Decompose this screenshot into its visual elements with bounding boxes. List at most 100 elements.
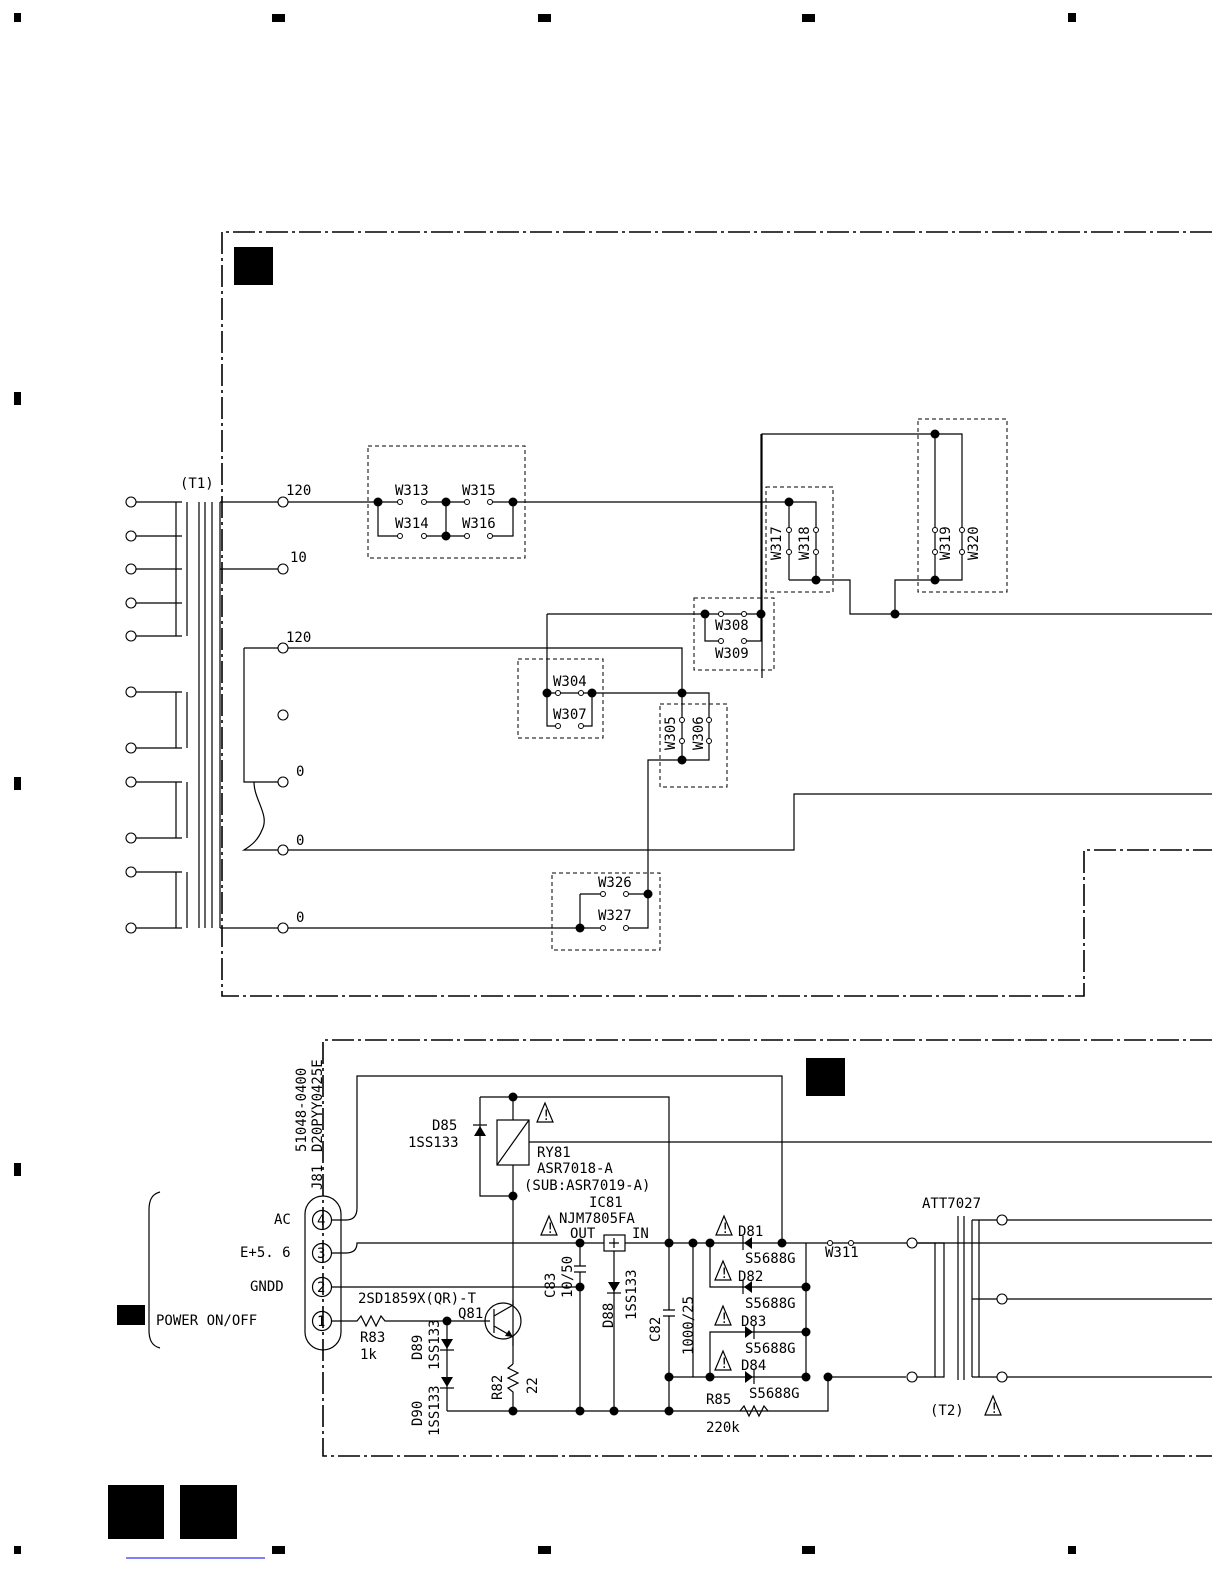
svg-text:0: 0 xyxy=(296,833,304,849)
resistor-r82: R82 22 xyxy=(490,1363,541,1411)
transformer-t1: (T1) xyxy=(125,476,221,934)
svg-text:S5688G: S5688G xyxy=(745,1341,796,1357)
jumper-group-w304-w307: W304 W307 xyxy=(517,614,604,739)
capacitor-c83: C83 10/50 xyxy=(543,1243,586,1411)
bottom-board: 51048-0400 D20PYY0425E J81 4 3 2 1 AC E+… xyxy=(117,1039,1212,1457)
board-marker-top xyxy=(234,247,273,285)
svg-text:AC: AC xyxy=(274,1212,291,1228)
jumper-group-w326-w327: W326 W327 xyxy=(551,872,661,951)
svg-text:R83: R83 xyxy=(360,1330,385,1346)
svg-text:W319: W319 xyxy=(938,526,954,560)
svg-text:!: ! xyxy=(990,1401,998,1417)
svg-text:D82: D82 xyxy=(738,1269,763,1285)
svg-text:C82: C82 xyxy=(648,1317,664,1342)
svg-text:1k: 1k xyxy=(360,1347,377,1363)
svg-text:W317: W317 xyxy=(769,526,785,560)
svg-text:W304: W304 xyxy=(553,674,587,690)
transformer-t2: ATT7027 (T2) ! xyxy=(805,1196,1212,1419)
svg-text:S5688G: S5688G xyxy=(745,1296,796,1312)
resistor-r83: R83 1k xyxy=(332,1314,490,1363)
connector-j81: 51048-0400 D20PYY0425E J81 4 3 2 1 AC E+… xyxy=(117,1059,342,1351)
diode-d88: D88 1SS133 xyxy=(601,1269,640,1328)
jumper-group-w308-w309: W308 W309 xyxy=(547,597,775,671)
svg-text:1000/25: 1000/25 xyxy=(681,1296,697,1355)
svg-text:1SS133: 1SS133 xyxy=(427,1319,443,1370)
svg-text:GNDD: GNDD xyxy=(250,1279,284,1295)
svg-text:IN: IN xyxy=(632,1226,649,1242)
svg-text:!: ! xyxy=(720,1311,728,1327)
svg-text:W318: W318 xyxy=(797,526,813,560)
svg-text:ASR7018-A: ASR7018-A xyxy=(537,1161,613,1177)
svg-text:51048-0400: 51048-0400 xyxy=(294,1068,310,1152)
svg-text:R85: R85 xyxy=(706,1392,731,1408)
regulator-ic81: IC81 NJM7805FA OUT IN ! xyxy=(540,1195,649,1252)
warning-icon: ! xyxy=(714,1349,732,1372)
svg-text:1SS133: 1SS133 xyxy=(408,1135,459,1151)
svg-text:W327: W327 xyxy=(598,908,632,924)
svg-text:D84: D84 xyxy=(741,1358,766,1374)
svg-text:4: 4 xyxy=(317,1213,325,1229)
svg-text:220k: 220k xyxy=(706,1420,740,1436)
svg-text:W305: W305 xyxy=(663,716,679,750)
t1-secondary-taps: 120 10 120 0 0 0 xyxy=(220,483,311,934)
svg-text:W311: W311 xyxy=(825,1245,859,1261)
capacitor-c82: C82 1000/25 xyxy=(648,1243,697,1411)
svg-text:Q81: Q81 xyxy=(458,1306,483,1322)
svg-text:(SUB:ASR7019-A): (SUB:ASR7019-A) xyxy=(524,1178,650,1194)
svg-text:POWER ON/OFF: POWER ON/OFF xyxy=(156,1313,257,1329)
svg-text:W316: W316 xyxy=(462,516,496,532)
svg-text:W308: W308 xyxy=(715,618,749,634)
svg-text:S5688G: S5688G xyxy=(745,1251,796,1267)
svg-text:(T2): (T2) xyxy=(930,1403,964,1419)
resistor-r85: R85 220k xyxy=(706,1392,769,1436)
svg-text:1SS133: 1SS133 xyxy=(624,1269,640,1320)
registration-marks xyxy=(14,13,1076,1559)
svg-text:D83: D83 xyxy=(741,1314,766,1330)
svg-text:D85: D85 xyxy=(432,1118,457,1134)
svg-text:1: 1 xyxy=(317,1314,325,1330)
svg-text:10/50: 10/50 xyxy=(560,1256,576,1298)
bridge-rectifier: D81 S5688G D82 S5688G D83 S5688G D84 S56… xyxy=(669,1214,833,1402)
page-number-block-left xyxy=(108,1485,164,1539)
svg-text:W315: W315 xyxy=(462,483,496,499)
warning-icon: ! xyxy=(536,1101,554,1124)
svg-text:1SS133: 1SS133 xyxy=(427,1385,443,1436)
svg-text:W306: W306 xyxy=(691,716,707,750)
svg-text:OUT: OUT xyxy=(570,1226,596,1242)
svg-text:!: ! xyxy=(720,1266,728,1282)
svg-text:D88: D88 xyxy=(601,1303,617,1328)
top-board: (T1) xyxy=(125,231,1212,997)
warning-icon: ! xyxy=(714,1259,732,1282)
svg-text:!: ! xyxy=(721,1221,729,1237)
svg-text:ATT7027: ATT7027 xyxy=(922,1196,981,1212)
svg-text:W314: W314 xyxy=(395,516,429,532)
svg-text:2: 2 xyxy=(317,1280,325,1296)
warning-icon: ! xyxy=(540,1214,558,1237)
svg-text:D90: D90 xyxy=(410,1401,426,1426)
svg-text:120: 120 xyxy=(286,483,311,499)
svg-text:!: ! xyxy=(720,1356,728,1372)
svg-text:E+5. 6: E+5. 6 xyxy=(240,1245,291,1261)
jumper-w311: W311 xyxy=(825,1240,859,1261)
svg-text:2SD1859X(QR)-T: 2SD1859X(QR)-T xyxy=(358,1291,477,1307)
svg-text:W307: W307 xyxy=(553,707,587,723)
svg-text:W313: W313 xyxy=(395,483,429,499)
warning-icon: ! xyxy=(714,1304,732,1327)
warning-icon: ! xyxy=(715,1214,733,1237)
jumper-group-w313-w316: W313 W315 W314 W316 xyxy=(367,445,526,559)
board-marker-bottom xyxy=(806,1058,845,1096)
svg-text:D20PYY0425E: D20PYY0425E xyxy=(310,1059,326,1152)
svg-text:NJM7805FA: NJM7805FA xyxy=(559,1211,635,1227)
jumper-group-w317-w318: W317 W318 xyxy=(765,486,834,593)
svg-text:!: ! xyxy=(546,1221,554,1237)
relay-ry81: D85 1SS133 RY81 ASR7018-A (SUB:ASR7019-A… xyxy=(408,1092,1212,1346)
svg-text:S5688G: S5688G xyxy=(749,1386,800,1402)
svg-text:0: 0 xyxy=(296,910,304,926)
jumper-group-w305-w306: W305 W306 xyxy=(659,688,728,788)
svg-text:10: 10 xyxy=(290,550,307,566)
svg-text:C83: C83 xyxy=(543,1273,559,1298)
transistor-q81: 2SD1859X(QR)-T Q81 xyxy=(358,1291,522,1346)
warning-icon: ! xyxy=(984,1394,1002,1417)
svg-text:R82: R82 xyxy=(490,1375,506,1400)
diode-d89-d90: D89 1SS133 D90 1SS133 xyxy=(410,1319,454,1436)
